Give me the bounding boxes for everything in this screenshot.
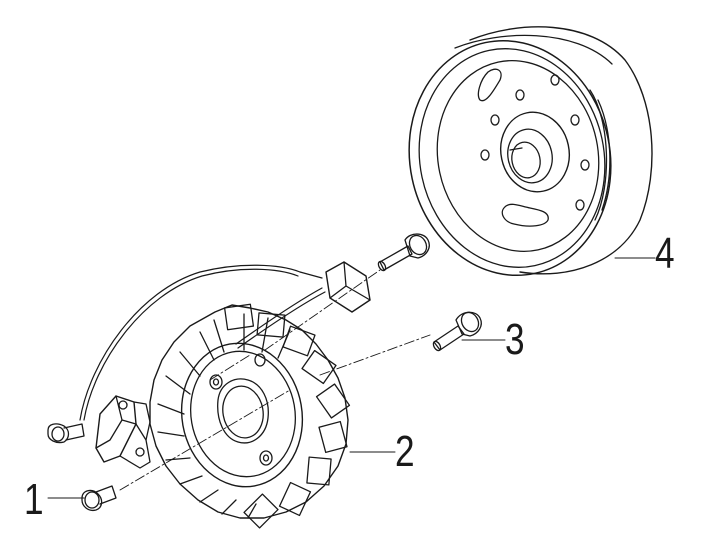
- stator-screw-upper: [47, 423, 85, 444]
- flywheel-screw-lower: [432, 311, 482, 352]
- callout-label-3: 3: [505, 315, 525, 364]
- leader-lines: [47, 257, 656, 499]
- stator: [149, 303, 351, 529]
- assembly-axis: [119, 269, 431, 491]
- stator-wire-harness: [79, 261, 371, 421]
- flywheel-screw-upper: [377, 233, 430, 272]
- stator-screw-lower: [81, 485, 117, 512]
- callout-label-4: 4: [655, 229, 675, 278]
- flywheel: [408, 26, 653, 277]
- callout-label-1: 1: [24, 475, 44, 524]
- pickup-sensor-bracket: [95, 395, 151, 469]
- callout-label-2: 2: [395, 427, 415, 476]
